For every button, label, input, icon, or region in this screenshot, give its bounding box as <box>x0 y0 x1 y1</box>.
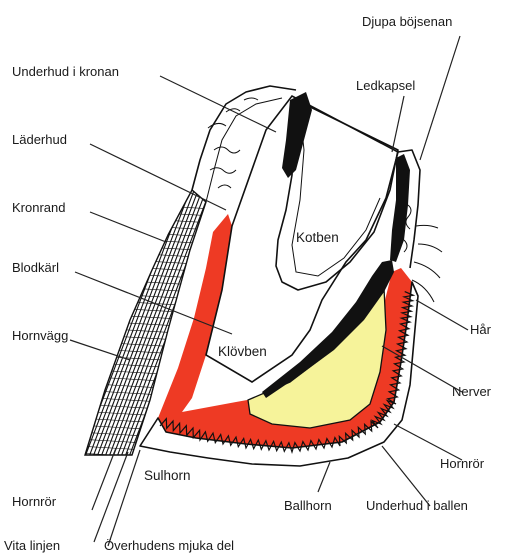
label-nerver: Nerver <box>452 384 492 399</box>
hatch-line <box>60 263 230 273</box>
label-klovben: Klövben <box>218 344 267 359</box>
label-kronrand: Kronrand <box>12 200 65 215</box>
label-ballhorn: Ballhorn <box>284 498 332 513</box>
hatch-line <box>60 221 230 231</box>
label-har: Hår <box>470 322 492 337</box>
label-laderhud: Läderhud <box>12 132 67 147</box>
label-hornror-left: Hornrör <box>12 494 57 509</box>
label-sulhorn: Sulhorn <box>144 468 191 483</box>
label-kotben: Kotben <box>296 230 339 245</box>
label-djupa-bojsenan: Djupa böjsenan <box>362 14 452 29</box>
hatch-line <box>60 228 230 238</box>
label-hornror-right: Hornrör <box>440 456 485 471</box>
label-vita-linjen: Vita linjen <box>4 538 60 553</box>
label-hornvagg: Hornvägg <box>12 328 68 343</box>
label-underhud-i-kronan: Underhud i kronan <box>12 64 119 79</box>
label-blodkarl: Blodkärl <box>12 260 59 275</box>
hatch-line <box>60 249 230 259</box>
hatch-line <box>60 256 230 266</box>
label-underhud-i-ballen: Underhud i ballen <box>366 498 468 513</box>
hatch-line <box>60 235 230 245</box>
label-overhudens-mjuka-del: Överhudens mjuka del <box>104 538 234 553</box>
label-ledkapsel: Ledkapsel <box>356 78 415 93</box>
hatch-line <box>60 242 230 252</box>
hatch-line <box>60 214 230 224</box>
